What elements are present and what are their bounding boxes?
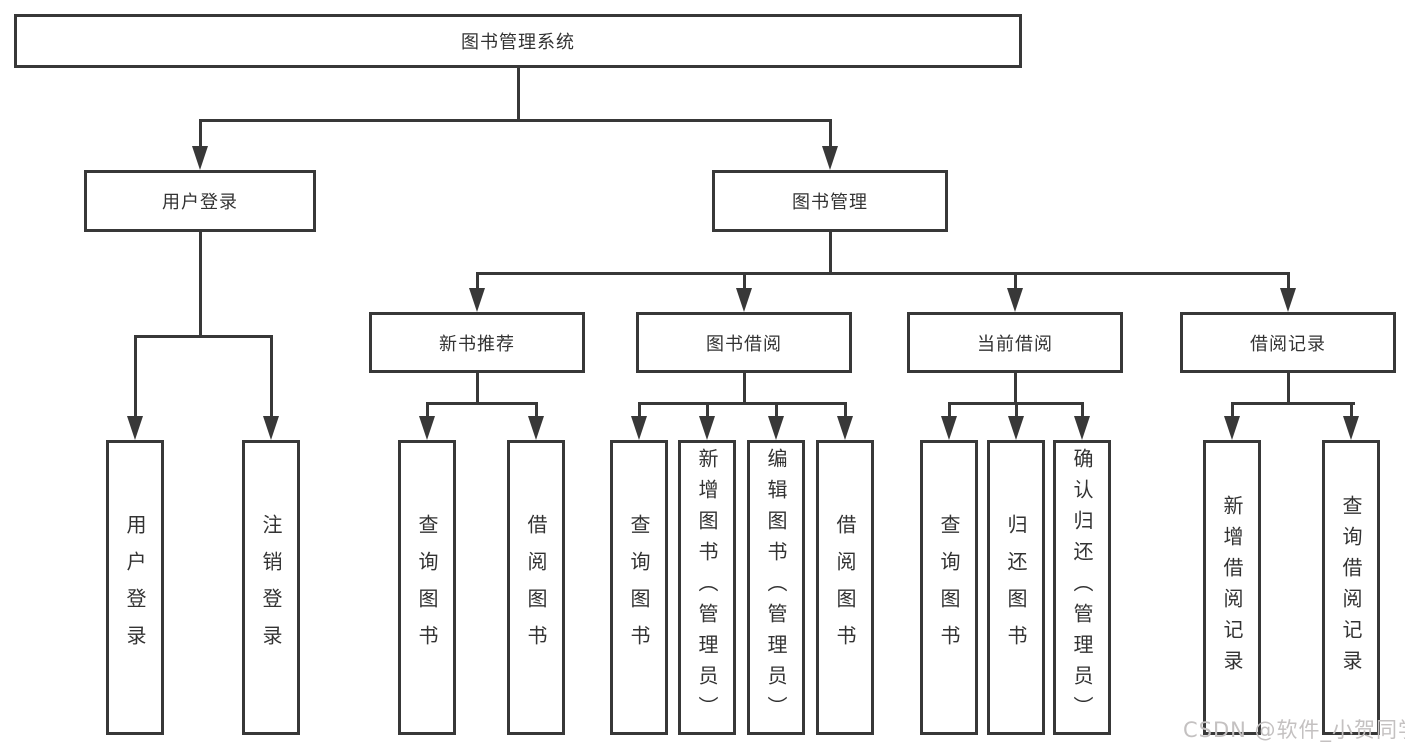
connector-line bbox=[637, 401, 847, 405]
connector-line bbox=[1286, 373, 1290, 404]
connector-line bbox=[947, 403, 951, 418]
leaf-confirm-return-admin: 确认归还（管理员） bbox=[1053, 440, 1111, 735]
leaf-add-book-admin-label: 新增图书（管理员） bbox=[695, 448, 719, 727]
connector-line bbox=[1230, 403, 1234, 418]
watermark: CSDN @软件_小贺同学 bbox=[1183, 718, 1405, 742]
leaf-return-book: 归还图书 bbox=[987, 440, 1045, 735]
connector-line bbox=[425, 401, 538, 405]
node-root-label: 图书管理系统 bbox=[461, 32, 575, 53]
connector-line bbox=[198, 118, 832, 122]
connector-line bbox=[828, 232, 832, 274]
connector-line bbox=[475, 271, 1290, 275]
connector-line bbox=[475, 273, 479, 290]
leaf-add-borrow-record: 新增借阅记录 bbox=[1203, 440, 1261, 735]
connector-line bbox=[1014, 403, 1018, 418]
arrow-down-icon bbox=[528, 416, 544, 440]
connector-line bbox=[828, 120, 832, 148]
connector-line bbox=[1230, 401, 1355, 405]
node-root: 图书管理系统 bbox=[14, 14, 1022, 68]
arrow-down-icon bbox=[699, 416, 715, 440]
leaf-confirm-return-admin-label: 确认归还（管理员） bbox=[1070, 448, 1094, 727]
node-borrow-records-label: 借阅记录 bbox=[1250, 333, 1326, 355]
connector-line bbox=[516, 68, 520, 120]
arrow-down-icon bbox=[768, 416, 784, 440]
connector-line bbox=[133, 334, 273, 338]
connector-line bbox=[475, 373, 479, 404]
leaf-query-book-borrow-label: 查询图书 bbox=[627, 513, 651, 662]
node-borrow-records: 借阅记录 bbox=[1180, 312, 1396, 373]
arrow-down-icon bbox=[419, 416, 435, 440]
node-book-management-label: 图书管理 bbox=[792, 192, 868, 213]
arrow-down-icon bbox=[1224, 416, 1240, 440]
node-current-borrow-label: 当前借阅 bbox=[977, 333, 1053, 355]
leaf-edit-book-admin: 编辑图书（管理员） bbox=[747, 440, 805, 735]
connector-line bbox=[534, 403, 538, 418]
arrow-down-icon bbox=[127, 416, 143, 440]
leaf-user-login-label: 用户登录 bbox=[123, 513, 147, 662]
arrow-down-icon bbox=[736, 288, 752, 312]
leaf-logout: 注销登录 bbox=[242, 440, 300, 735]
connector-line bbox=[198, 120, 202, 148]
arrow-down-icon bbox=[631, 416, 647, 440]
connector-line bbox=[742, 373, 746, 404]
connector-line bbox=[637, 403, 641, 418]
connector-line bbox=[705, 403, 709, 418]
arrow-down-icon bbox=[1007, 288, 1023, 312]
leaf-query-book-current-label: 查询图书 bbox=[937, 513, 961, 662]
arrow-down-icon bbox=[263, 416, 279, 440]
leaf-borrow-book-label: 借阅图书 bbox=[833, 513, 857, 662]
node-book-borrow-label: 图书借阅 bbox=[706, 333, 782, 355]
arrow-down-icon bbox=[1280, 288, 1296, 312]
connector-line bbox=[198, 232, 202, 336]
leaf-user-login: 用户登录 bbox=[106, 440, 164, 735]
leaf-query-borrow-record: 查询借阅记录 bbox=[1322, 440, 1380, 735]
arrow-down-icon bbox=[469, 288, 485, 312]
connector-line bbox=[269, 336, 273, 418]
leaf-add-book-admin: 新增图书（管理员） bbox=[678, 440, 736, 735]
leaf-query-borrow-record-label: 查询借阅记录 bbox=[1339, 494, 1363, 681]
node-current-borrow: 当前借阅 bbox=[907, 312, 1123, 373]
leaf-logout-label: 注销登录 bbox=[259, 513, 283, 662]
leaf-edit-book-admin-label: 编辑图书（管理员） bbox=[764, 448, 788, 727]
connector-line bbox=[843, 403, 847, 418]
connector-line bbox=[133, 336, 137, 418]
leaf-query-book-recommend-label: 查询图书 bbox=[415, 513, 439, 662]
leaf-query-book-borrow: 查询图书 bbox=[610, 440, 668, 735]
leaf-borrow-book: 借阅图书 bbox=[816, 440, 874, 735]
arrow-down-icon bbox=[1008, 416, 1024, 440]
connector-line bbox=[425, 403, 429, 418]
connector-line bbox=[1013, 373, 1017, 404]
arrow-down-icon bbox=[1343, 416, 1359, 440]
node-new-book-recommend-label: 新书推荐 bbox=[439, 333, 515, 355]
connector-line bbox=[1013, 273, 1017, 290]
connector-line bbox=[1286, 273, 1290, 290]
node-book-borrow: 图书借阅 bbox=[636, 312, 852, 373]
arrow-down-icon bbox=[192, 146, 208, 170]
node-new-book-recommend: 新书推荐 bbox=[369, 312, 585, 373]
leaf-borrow-book-recommend-label: 借阅图书 bbox=[524, 513, 548, 662]
leaf-borrow-book-recommend: 借阅图书 bbox=[507, 440, 565, 735]
leaf-query-book-current: 查询图书 bbox=[920, 440, 978, 735]
leaf-query-book-recommend: 查询图书 bbox=[398, 440, 456, 735]
arrow-down-icon bbox=[1074, 416, 1090, 440]
node-book-management: 图书管理 bbox=[712, 170, 948, 232]
connector-line bbox=[1349, 403, 1353, 418]
arrow-down-icon bbox=[822, 146, 838, 170]
arrow-down-icon bbox=[837, 416, 853, 440]
leaf-return-book-label: 归还图书 bbox=[1004, 513, 1028, 662]
node-user-login: 用户登录 bbox=[84, 170, 316, 232]
connector-line bbox=[1080, 403, 1084, 418]
leaf-add-borrow-record-label: 新增借阅记录 bbox=[1220, 494, 1244, 681]
connector-line bbox=[742, 273, 746, 290]
node-user-login-label: 用户登录 bbox=[162, 192, 238, 213]
connector-line bbox=[774, 403, 778, 418]
arrow-down-icon bbox=[941, 416, 957, 440]
